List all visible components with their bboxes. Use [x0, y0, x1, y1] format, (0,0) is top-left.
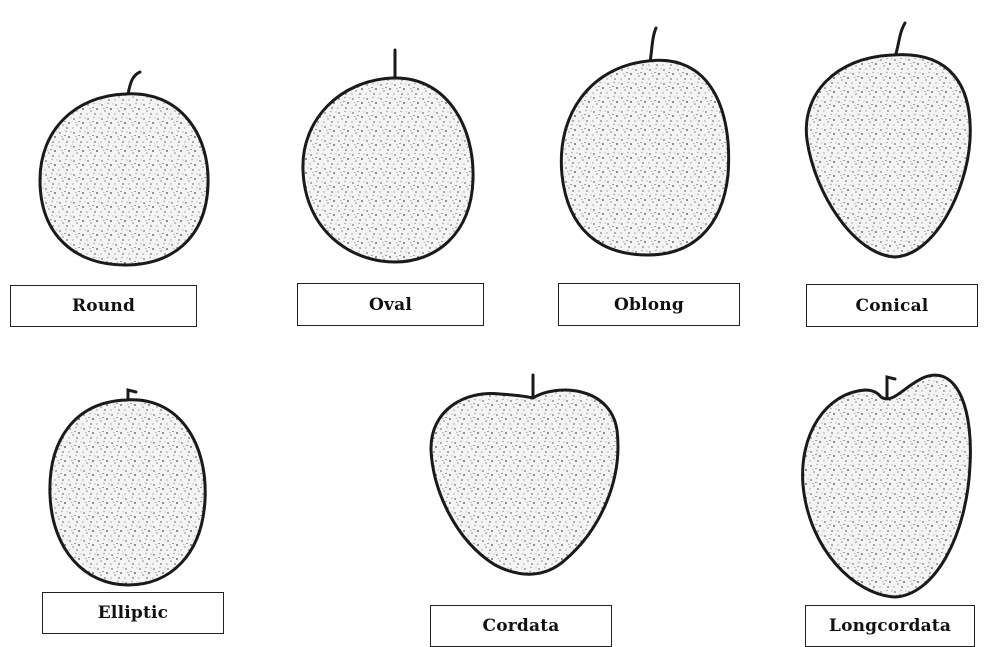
label-longcordata: Longcordata: [805, 605, 975, 647]
label-elliptic: Elliptic: [42, 592, 224, 634]
longcordata-fruit-icon: [795, 365, 980, 605]
label-cordata: Cordata: [430, 605, 612, 647]
cordata-fruit-icon: [425, 370, 625, 585]
label-oblong: Oblong: [558, 283, 740, 326]
label-conical: Conical: [806, 284, 978, 327]
elliptic-fruit-icon: [40, 370, 215, 590]
label-round: Round: [10, 285, 197, 327]
label-oval: Oval: [297, 283, 484, 326]
round-fruit-icon: [30, 60, 220, 275]
oblong-fruit-icon: [550, 25, 740, 265]
conical-fruit-icon: [795, 15, 984, 265]
oval-fruit-icon: [295, 40, 485, 270]
